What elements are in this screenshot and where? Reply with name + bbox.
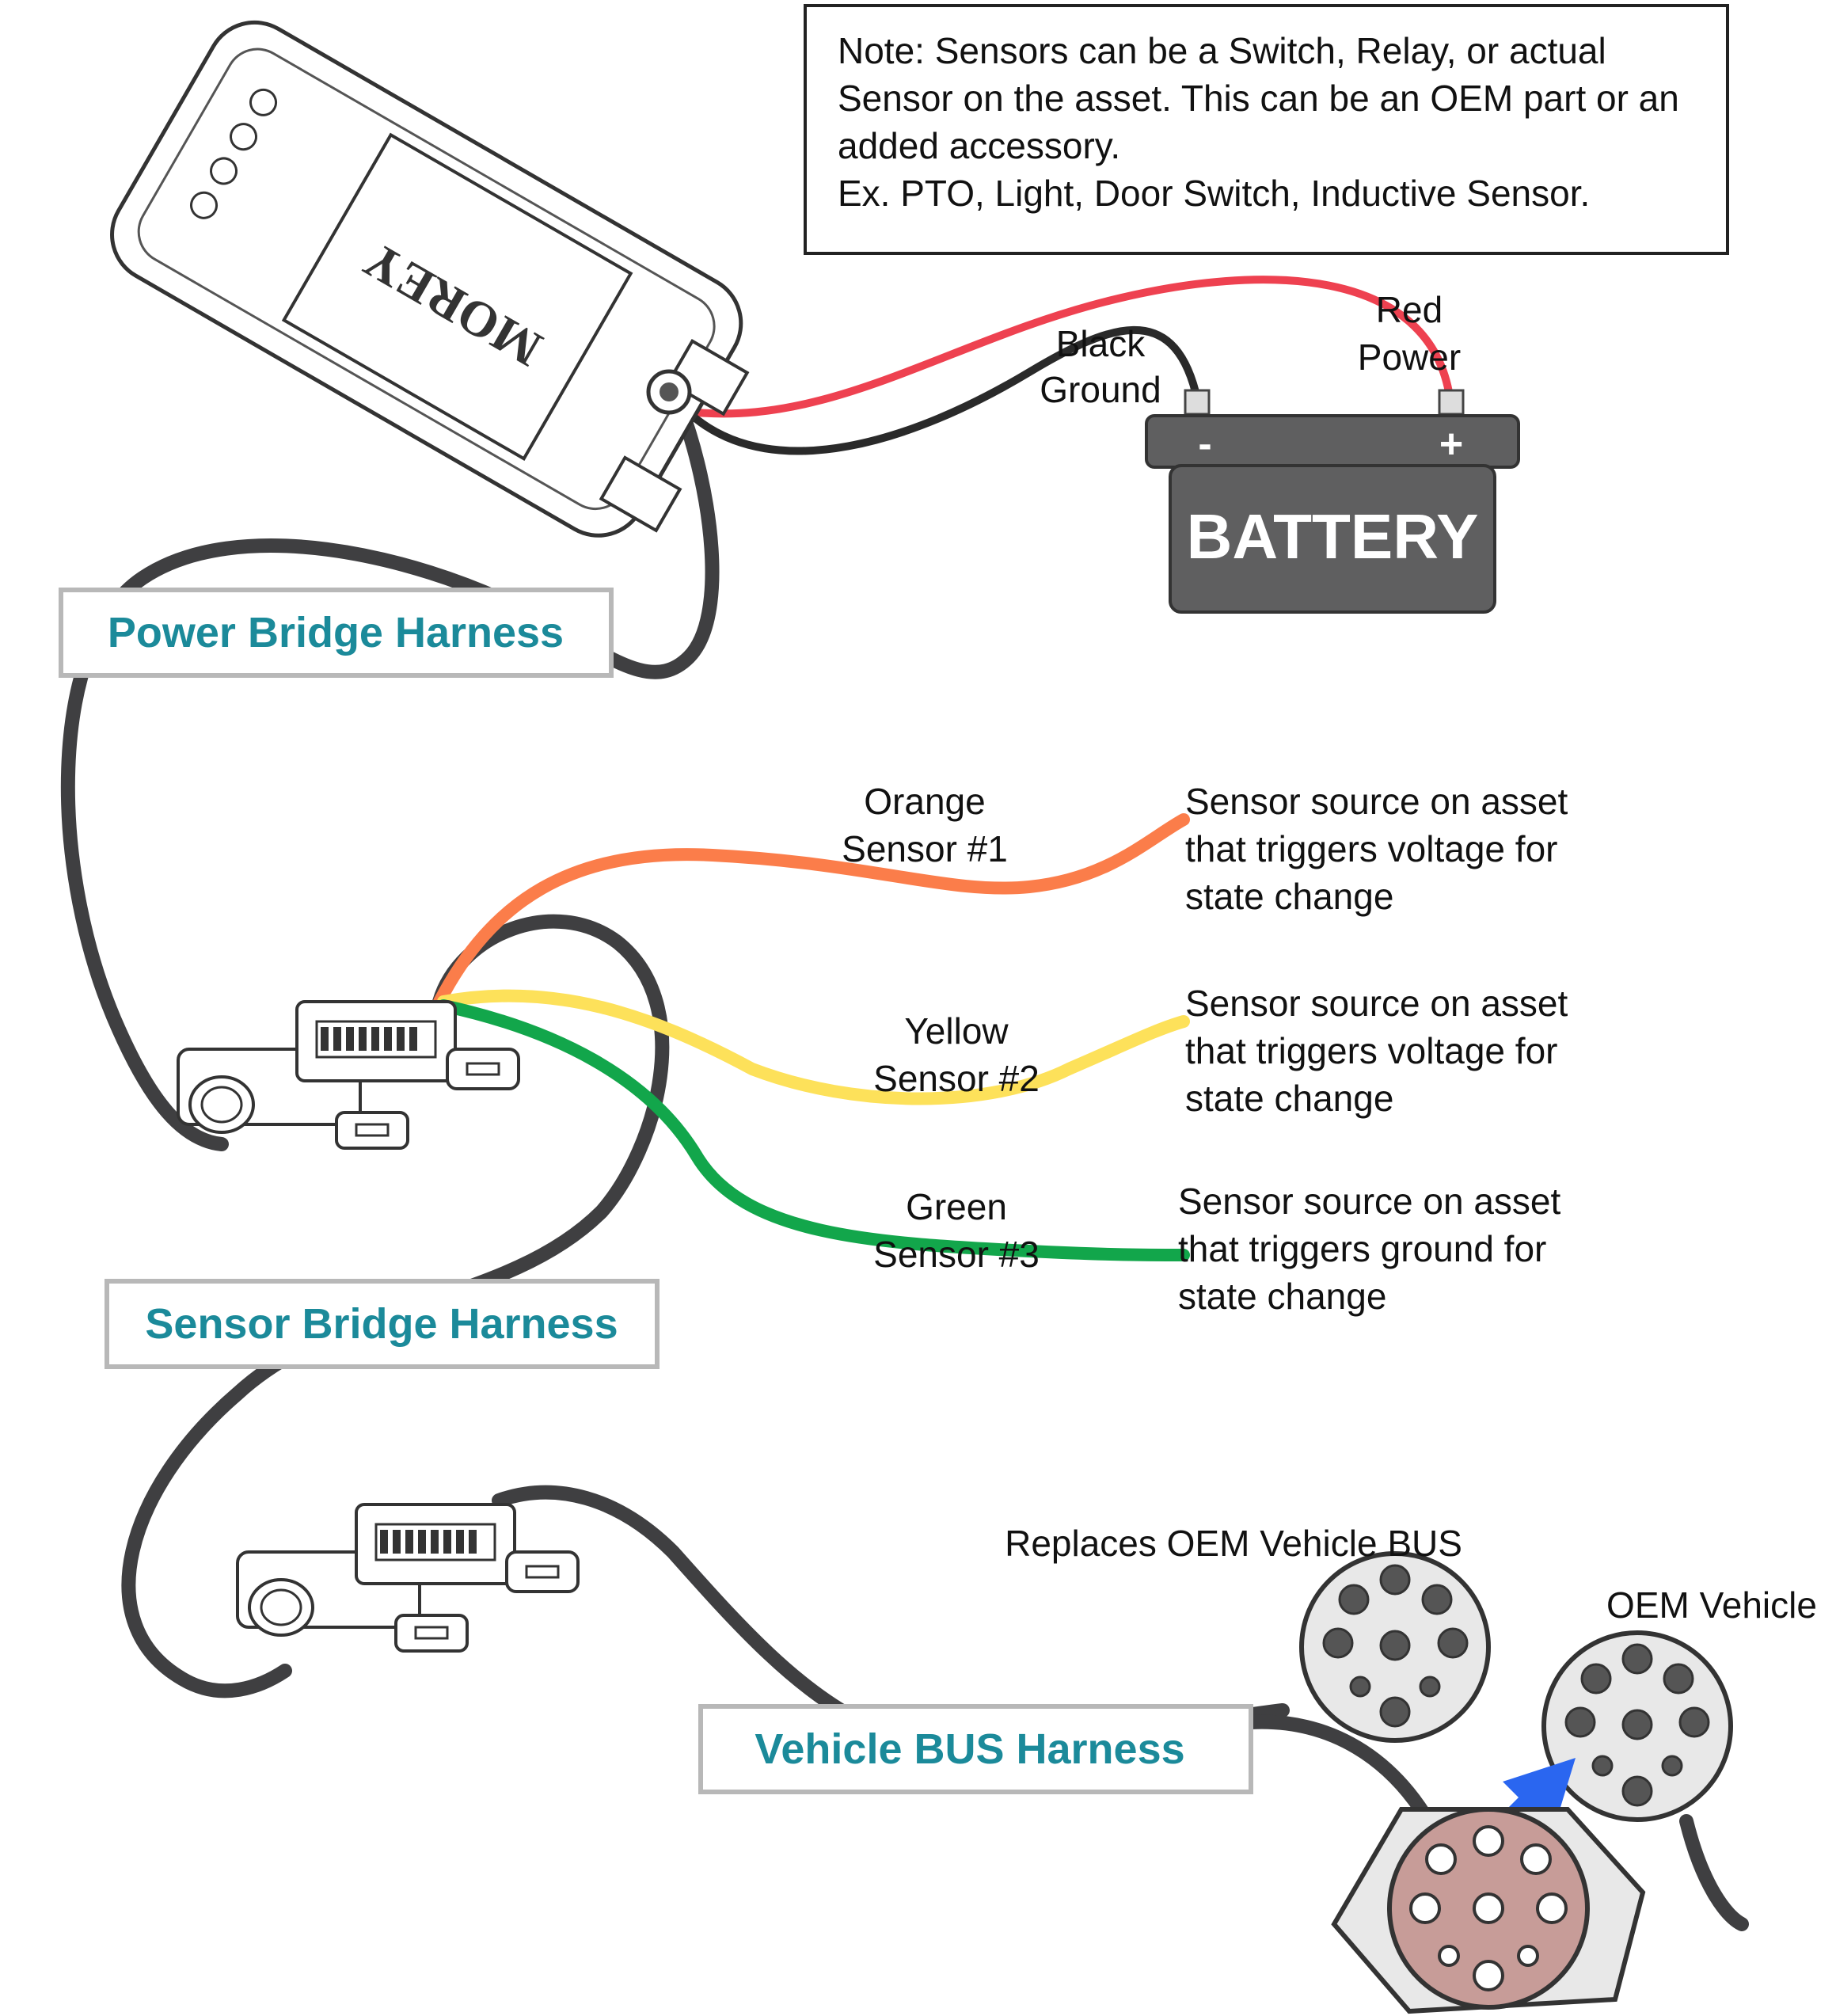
morey-device: MOREY <box>110 20 750 538</box>
battery-wires <box>685 276 1453 455</box>
yellow-sensor-wire <box>437 989 1190 1105</box>
green-wire-color-label: Green <box>906 1186 1007 1227</box>
power-bridge-harness-label: Power Bridge Harness <box>108 609 564 656</box>
sensor-3-desc-line-3: state change <box>1178 1276 1386 1317</box>
vehicle-bus-label-box: Vehicle BUS Harness <box>698 1704 1253 1794</box>
oem-socket-connector <box>1331 1807 1646 2014</box>
note-line-1: Note: Sensors can be a Switch, Relay, or… <box>838 30 1606 71</box>
orange-wire-color-label: Orange <box>864 781 985 822</box>
battery-pos-post <box>1438 389 1465 416</box>
black-wire <box>691 325 1199 455</box>
sensor-2-desc-line-3: state change <box>1185 1078 1393 1119</box>
sensor-wires <box>433 813 1190 1261</box>
black-wire-color-label: Black <box>1056 323 1146 364</box>
sensor-2-desc-line-1: Sensor source on asset <box>1185 983 1568 1024</box>
oem-cable-tail <box>1679 1814 1749 1931</box>
sensor-bridge-label-box: Sensor Bridge Harness <box>105 1279 660 1369</box>
note-line-4: Ex. PTO, Light, Door Switch, Inductive S… <box>838 173 1590 214</box>
sensor-3-desc-line-2: that triggers ground for <box>1178 1228 1546 1269</box>
green-wire-sensor-label: Sensor #3 <box>873 1234 1040 1275</box>
orange-wire-sensor-label: Sensor #1 <box>842 828 1008 869</box>
vehicle-bus-branch <box>1244 1714 1440 1836</box>
note-line-3: added accessory. <box>838 125 1120 166</box>
green-sensor-wire <box>437 999 1190 1261</box>
battery: - + BATTERY <box>1145 389 1520 614</box>
sensor-bridge-connector <box>177 1000 520 1150</box>
replaces-oem-label: Replaces OEM Vehicle BUS <box>1005 1523 1462 1564</box>
sensor-2-desc-line-2: that triggers voltage for <box>1185 1030 1557 1071</box>
yellow-wire-color-label: Yellow <box>904 1010 1009 1052</box>
red-wire <box>685 276 1453 418</box>
note-box: Note: Sensors can be a Switch, Relay, or… <box>804 4 1729 255</box>
battery-neg-post <box>1184 389 1211 416</box>
red-wire-function-label: Power <box>1358 337 1461 378</box>
power-bridge-label-box: Power Bridge Harness <box>59 588 614 678</box>
note-line-2: Sensor on the asset. This can be an OEM … <box>838 78 1679 119</box>
sensor-1-desc-line-2: that triggers voltage for <box>1185 828 1557 869</box>
yellow-wire-sensor-label: Sensor #2 <box>873 1058 1040 1099</box>
red-wire-color-label: Red <box>1376 289 1443 330</box>
sensor-3-desc-line-1: Sensor source on asset <box>1178 1181 1560 1222</box>
vehicle-bus-bridge-connector <box>236 1503 580 1653</box>
sensor-1-desc-line-1: Sensor source on asset <box>1185 781 1568 822</box>
battery-pos-symbol: + <box>1439 421 1463 467</box>
replacement-bus-connector <box>1299 1551 1491 1743</box>
black-wire-function-label: Ground <box>1040 369 1161 410</box>
power-bridge-cable <box>60 397 720 1151</box>
device-cable-gland-core <box>660 382 679 401</box>
battery-body <box>1169 464 1496 614</box>
orange-sensor-wire <box>433 813 1190 1008</box>
sensor-1-desc-line-3: state change <box>1185 876 1393 917</box>
oem-vehicle-label: OEM Vehicle <box>1606 1584 1817 1626</box>
oem-vehicle-connector <box>1541 1630 1733 1822</box>
battery-label: BATTERY <box>1187 501 1479 572</box>
sensor-bridge-harness-label: Sensor Bridge Harness <box>145 1300 618 1348</box>
battery-neg-symbol: - <box>1198 421 1211 467</box>
vehicle-bus-harness-label: Vehicle BUS Harness <box>755 1725 1184 1773</box>
